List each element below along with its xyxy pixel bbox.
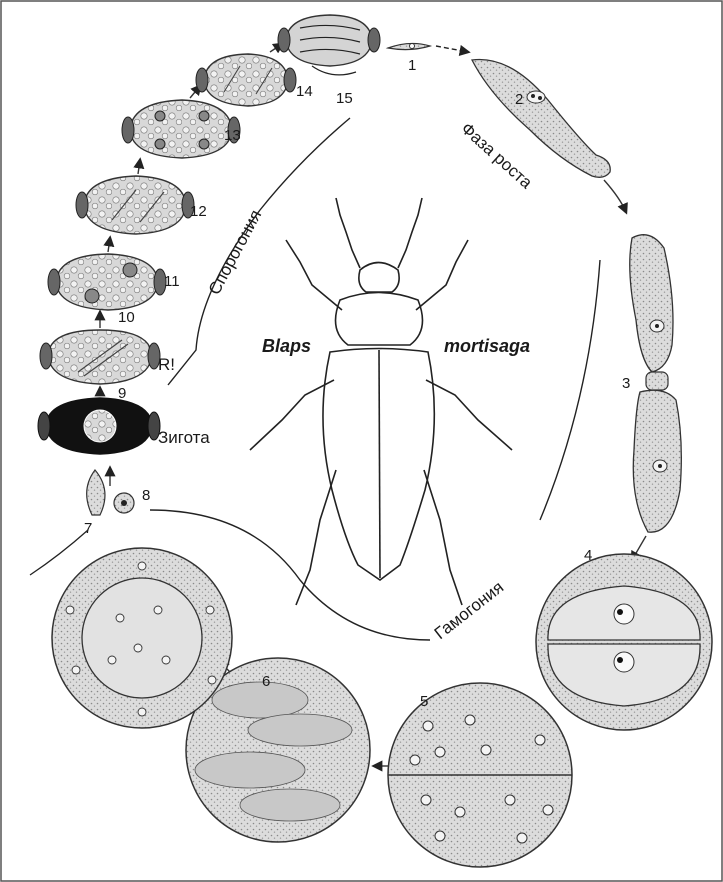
stage-number-2: 2 bbox=[515, 91, 523, 108]
stage-number-7: 7 bbox=[84, 520, 92, 537]
stage-number-10: 10 bbox=[118, 309, 135, 326]
zygote-label: Зигота bbox=[158, 428, 210, 447]
stage-5-gamont-division bbox=[388, 683, 572, 867]
stage-number-4: 4 bbox=[584, 547, 592, 564]
stage-number-8: 8 bbox=[142, 487, 150, 504]
stage-number-13: 13 bbox=[224, 127, 241, 144]
stage-number-14: 14 bbox=[296, 83, 313, 100]
stage-number-12: 12 bbox=[190, 203, 207, 220]
stage-number-11: 11 bbox=[164, 273, 180, 290]
stage-number-3: 3 bbox=[622, 375, 630, 392]
stage-number-5: 5 bbox=[420, 693, 428, 710]
stage-4-gamontocyst bbox=[536, 554, 712, 730]
stage-number-6: 6 bbox=[262, 673, 270, 690]
species-epithet-label: mortisaga bbox=[444, 336, 530, 356]
species-genus-label: Blaps bbox=[262, 336, 311, 356]
stage-number-15: 15 bbox=[336, 90, 353, 107]
stage-number-1: 1 bbox=[408, 57, 416, 74]
stage-number-9: 9 bbox=[118, 385, 126, 402]
reduction-division-label: R! bbox=[158, 355, 175, 374]
stage-7-zygote-formation bbox=[52, 548, 232, 728]
